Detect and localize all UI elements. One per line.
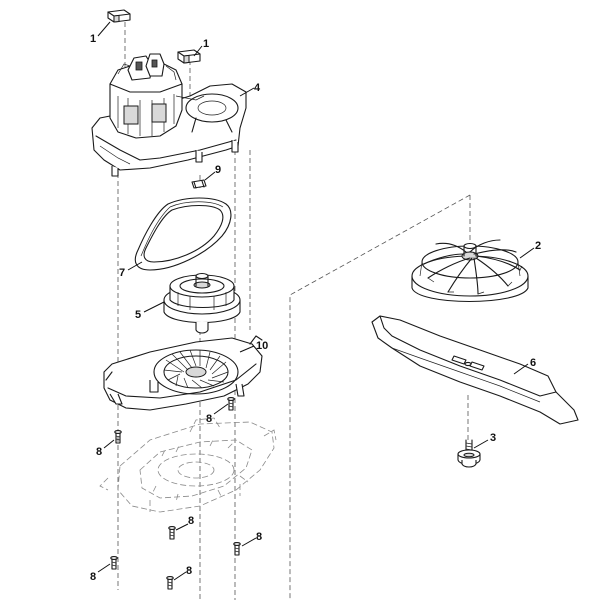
callout-leader-lines	[97, 21, 535, 581]
part-9-retaining-clip	[191, 179, 207, 189]
part-6-cutting-blade	[371, 315, 579, 425]
part-3-blade-bolt	[457, 439, 481, 468]
part-10-fan-housing	[103, 335, 263, 411]
part-8-screw-3	[168, 526, 176, 540]
callout-4: 4	[254, 82, 261, 94]
callout-6: 6	[530, 357, 536, 369]
callout-7: 7	[119, 267, 125, 279]
part-8-screw-2	[114, 430, 122, 444]
callout-8: 8	[90, 571, 96, 583]
part-8-screw-4	[233, 542, 241, 556]
callout-8: 8	[96, 446, 102, 458]
callout-9: 9	[215, 164, 221, 176]
callout-8: 8	[186, 565, 192, 577]
part-7-drive-belt	[134, 197, 232, 271]
part-8-screw-1	[227, 397, 235, 411]
callout-3: 3	[490, 432, 496, 444]
part-2-fan-impeller	[411, 239, 529, 303]
part-8-screw-5	[110, 556, 118, 570]
callout-labels: 1 1 4 9 7 5 10 2 6 3 8 8 8 8 8 8	[90, 33, 541, 583]
part-8-screw-6	[166, 576, 174, 590]
part-1-carbon-brush-top	[107, 9, 131, 23]
callout-10: 10	[256, 340, 268, 352]
callout-2: 2	[535, 240, 541, 252]
callout-8: 8	[256, 531, 262, 543]
part-5-pulley	[163, 272, 241, 334]
callout-8: 8	[188, 515, 194, 527]
part-1-carbon-brush-middle	[177, 49, 201, 64]
callout-1: 1	[203, 38, 209, 50]
callout-5: 5	[135, 309, 141, 321]
ghost-mower-deck	[99, 417, 277, 513]
callout-1: 1	[90, 33, 96, 45]
part-4-motor-housing	[91, 53, 247, 177]
callout-8: 8	[206, 413, 212, 425]
